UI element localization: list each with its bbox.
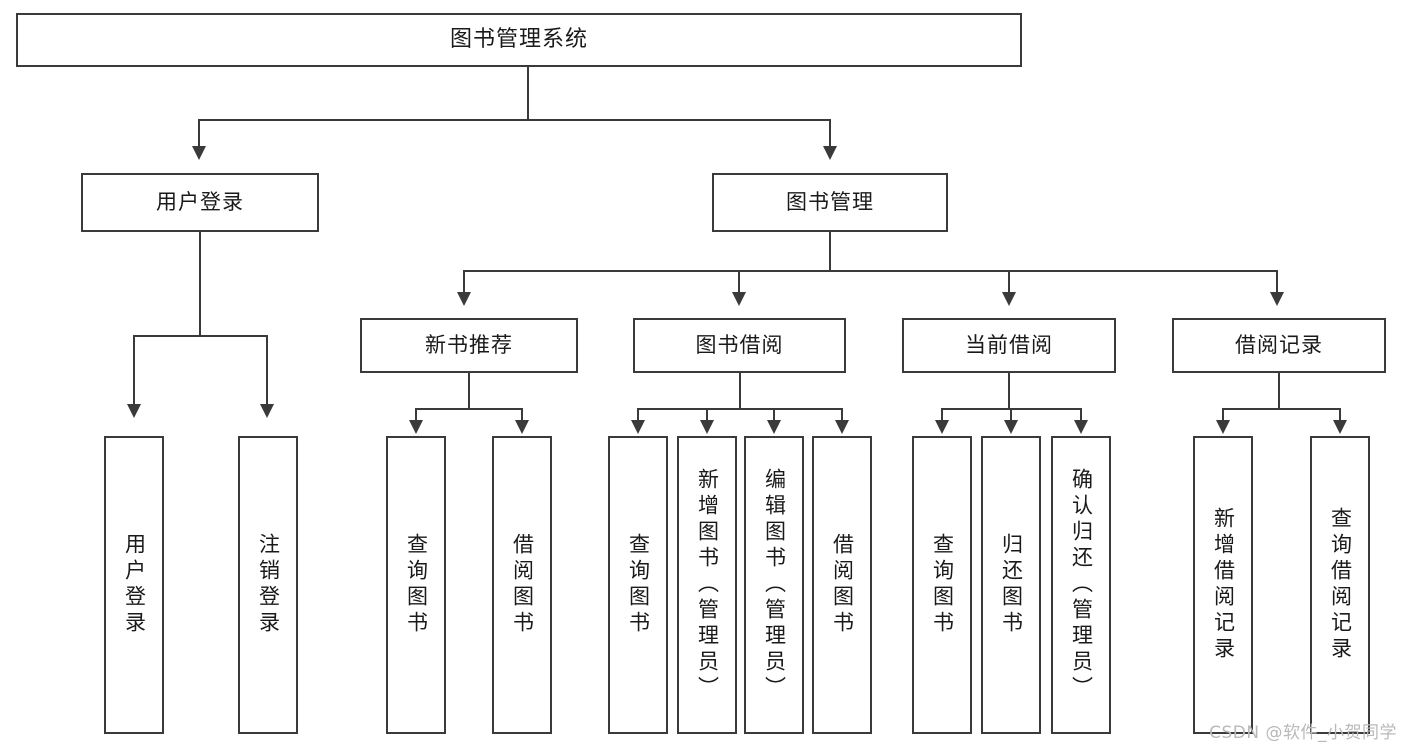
edge-borrow-record-bus (1222, 408, 1341, 410)
edge-cb-to-leaf-1 (941, 408, 943, 422)
edge-borrow-record-stem (1278, 373, 1280, 409)
edge-root-stem (527, 67, 529, 120)
node-label: 用户登录 (156, 189, 244, 214)
node-label: 图书管理系统 (449, 26, 588, 52)
edge-user-login-bus (133, 335, 267, 337)
edge-br-to-leaf-1 (1222, 408, 1224, 422)
edge-book-borrow-bus (637, 408, 843, 410)
node-user-login[interactable]: 用户登录 (81, 173, 319, 232)
edge-bm-to-borrow-record (1276, 270, 1278, 294)
node-root-book-management-system[interactable]: 图书管理系统 (16, 13, 1022, 67)
edge-new-book-stem (468, 373, 470, 409)
leaf-label: 注销登录 (256, 533, 281, 637)
arrow-to-bb-query-book (631, 420, 645, 434)
leaf-label: 确认归还（管理员） (1069, 468, 1094, 702)
leaf-bookborrow-add-book[interactable]: 新增图书（管理员） (677, 436, 737, 734)
edge-cb-to-leaf-2 (1010, 408, 1012, 422)
node-current-borrow[interactable]: 当前借阅 (902, 318, 1116, 373)
arrow-to-bb-edit-book (767, 420, 781, 434)
edge-book-management-stem (829, 232, 831, 271)
node-label: 新书推荐 (425, 332, 513, 357)
node-borrow-record[interactable]: 借阅记录 (1172, 318, 1386, 373)
edge-nb-to-leaf-1 (415, 408, 417, 422)
leaf-borrowrecord-query-record[interactable]: 查询借阅记录 (1310, 436, 1370, 734)
leaf-label: 编辑图书（管理员） (762, 468, 787, 702)
arrow-to-user-login (192, 146, 206, 160)
node-new-book-recommend[interactable]: 新书推荐 (360, 318, 578, 373)
edge-bm-to-book-borrow (738, 270, 740, 294)
node-book-borrow[interactable]: 图书借阅 (633, 318, 846, 373)
arrow-to-bb-borrow-book (835, 420, 849, 434)
leaf-user-login[interactable]: 用户登录 (104, 436, 164, 734)
edge-bb-to-leaf-3 (773, 408, 775, 422)
leaf-bookborrow-query-book[interactable]: 查询图书 (608, 436, 668, 734)
edge-bb-to-leaf-4 (841, 408, 843, 422)
arrow-to-cb-query-book (935, 420, 949, 434)
leaf-currentborrow-confirm-return[interactable]: 确认归还（管理员） (1051, 436, 1111, 734)
leaf-label: 借阅图书 (830, 533, 855, 637)
arrow-to-nb-borrow-book (515, 420, 529, 434)
edge-bm-to-new-book (463, 270, 465, 294)
edge-user-login-to-leaf-1 (133, 335, 135, 407)
leaf-currentborrow-return-book[interactable]: 归还图书 (981, 436, 1041, 734)
leaf-label: 查询图书 (626, 533, 651, 637)
node-label: 图书管理 (786, 189, 874, 214)
leaf-label: 查询图书 (930, 533, 955, 637)
leaf-bookborrow-edit-book[interactable]: 编辑图书（管理员） (744, 436, 804, 734)
node-book-management[interactable]: 图书管理 (712, 173, 948, 232)
leaf-label: 用户登录 (122, 533, 147, 637)
arrow-to-leaf-user-login (127, 404, 141, 418)
leaf-label: 归还图书 (999, 533, 1024, 637)
edge-new-book-bus (415, 408, 522, 410)
leaf-label: 新增图书（管理员） (695, 468, 720, 702)
edge-root-to-book-management (829, 119, 831, 151)
arrow-to-book-management (823, 146, 837, 160)
edge-user-login-to-leaf-2 (266, 335, 268, 407)
arrow-to-nb-query-book (409, 420, 423, 434)
edge-current-borrow-stem (1008, 373, 1010, 409)
edge-cb-to-leaf-3 (1080, 408, 1082, 422)
arrow-to-bb-add-book (700, 420, 714, 434)
node-label: 借阅记录 (1235, 332, 1323, 357)
arrow-to-cb-return-book (1004, 420, 1018, 434)
leaf-label: 借阅图书 (510, 533, 535, 637)
leaf-label: 查询图书 (404, 533, 429, 637)
leaf-newbook-borrow-book[interactable]: 借阅图书 (492, 436, 552, 734)
arrow-to-br-query-record (1333, 420, 1347, 434)
leaf-logout[interactable]: 注销登录 (238, 436, 298, 734)
leaf-label: 查询借阅记录 (1328, 507, 1353, 663)
leaf-currentborrow-query-book[interactable]: 查询图书 (912, 436, 972, 734)
edge-nb-to-leaf-2 (521, 408, 523, 422)
watermark-text: CSDN @软件_小贺同学 (1209, 723, 1397, 743)
edge-bm-to-current-borrow (1008, 270, 1010, 294)
leaf-bookborrow-borrow-book[interactable]: 借阅图书 (812, 436, 872, 734)
edge-book-borrow-stem (739, 373, 741, 409)
arrow-to-current-borrow (1002, 292, 1016, 306)
arrow-to-leaf-logout (260, 404, 274, 418)
arrow-to-book-borrow (732, 292, 746, 306)
edge-root-to-user-login (198, 119, 200, 151)
edge-book-management-bus (463, 270, 1277, 272)
edge-br-to-leaf-2 (1339, 408, 1341, 422)
leaf-label: 新增借阅记录 (1211, 507, 1236, 663)
edge-bb-to-leaf-2 (706, 408, 708, 422)
node-label: 当前借阅 (965, 332, 1053, 357)
arrow-to-br-add-record (1216, 420, 1230, 434)
edge-root-bus (198, 119, 830, 121)
edge-bb-to-leaf-1 (637, 408, 639, 422)
node-label: 图书借阅 (695, 332, 784, 357)
arrow-to-borrow-record (1270, 292, 1284, 306)
arrow-to-new-book (457, 292, 471, 306)
leaf-newbook-query-book[interactable]: 查询图书 (386, 436, 446, 734)
arrow-to-cb-confirm-return (1074, 420, 1088, 434)
edge-user-login-stem (199, 232, 201, 336)
leaf-borrowrecord-add-record[interactable]: 新增借阅记录 (1193, 436, 1253, 734)
